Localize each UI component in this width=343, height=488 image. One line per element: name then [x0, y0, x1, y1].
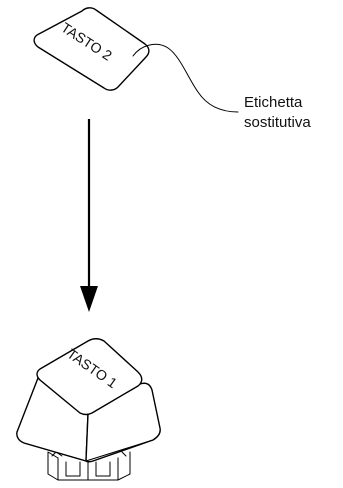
callout-label: Etichetta sostitutiva	[244, 94, 311, 131]
callout-line-2: sostitutiva	[244, 114, 311, 131]
insert-arrow	[80, 119, 98, 312]
keycap-bottom-rim	[23, 439, 154, 462]
arrow-head	[80, 286, 98, 312]
callout-leader-line	[132, 43, 239, 113]
keycap-edge-left	[37, 377, 41, 381]
callout-line-1: Etichetta	[244, 94, 303, 111]
keycap-top-face	[36, 338, 143, 416]
keycap-right-face	[85, 382, 161, 463]
keycap: TASTO 1	[16, 338, 161, 481]
replacement-label-card: TASTO 2	[33, 7, 150, 91]
label-card-outline	[33, 7, 150, 91]
